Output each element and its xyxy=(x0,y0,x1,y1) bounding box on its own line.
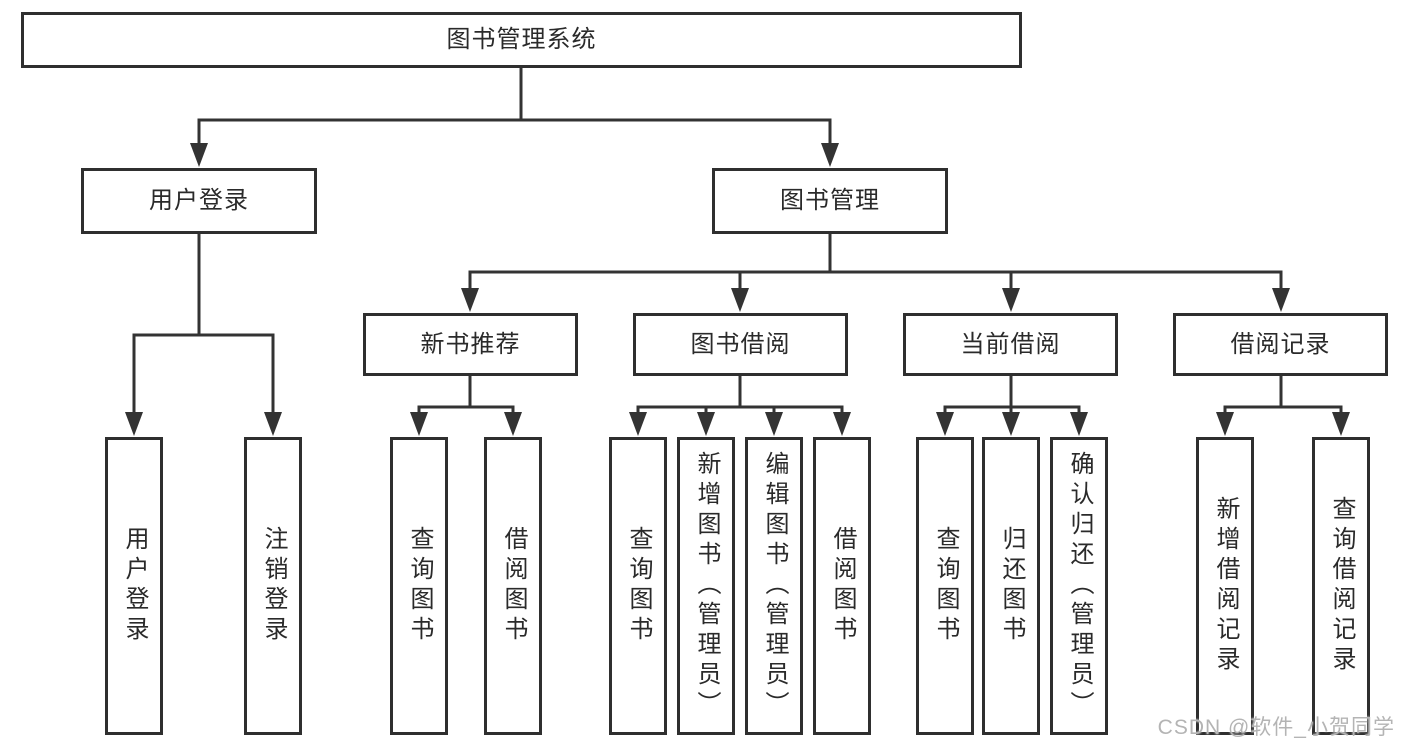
connector-user-login-to-leaves xyxy=(125,232,282,436)
node-current-borrow-label: 当前借阅 xyxy=(960,330,1061,358)
leaf-records-add-record: 新增借阅记录 xyxy=(1196,437,1254,735)
arrow-down-icon xyxy=(1002,412,1020,436)
leaf-current-confirm-return-admin-label: 确认归还（管理员） xyxy=(1066,451,1093,721)
leaf-recommend-query-books: 查询图书 xyxy=(390,437,448,735)
leaf-recommend-borrow-books: 借阅图书 xyxy=(484,437,542,735)
node-root-label: 图书管理系统 xyxy=(446,26,597,53)
leaf-current-return-books-label: 归还图书 xyxy=(998,526,1025,646)
node-borrow-records-label: 借阅记录 xyxy=(1230,330,1331,358)
node-root: 图书管理系统 xyxy=(21,12,1022,68)
arrow-down-icon xyxy=(461,288,479,312)
connector-book-borrow-to-leaves xyxy=(629,374,851,436)
connector-current-borrow-to-leaves xyxy=(936,374,1088,436)
leaf-borrow-borrow-books-label: 借阅图书 xyxy=(829,526,856,646)
leaf-borrow-edit-books-admin: 编辑图书（管理员） xyxy=(745,437,803,735)
arrow-down-icon xyxy=(833,412,851,436)
arrow-down-icon xyxy=(697,412,715,436)
arrow-down-icon xyxy=(629,412,647,436)
arrow-down-icon xyxy=(1332,412,1350,436)
node-user-login: 用户登录 xyxy=(81,168,317,234)
arrow-down-icon xyxy=(190,143,208,167)
leaf-user-login: 用户登录 xyxy=(105,437,163,735)
leaf-borrow-query-books-label: 查询图书 xyxy=(625,526,652,646)
arrow-down-icon xyxy=(125,412,143,436)
leaf-records-query-record-label: 查询借阅记录 xyxy=(1328,496,1355,676)
leaf-borrow-borrow-books: 借阅图书 xyxy=(813,437,871,735)
arrow-down-icon xyxy=(1216,412,1234,436)
arrow-down-icon xyxy=(264,412,282,436)
arrow-down-icon xyxy=(1272,288,1290,312)
connector-borrow-records-to-leaves xyxy=(1216,374,1350,436)
leaf-borrow-query-books: 查询图书 xyxy=(609,437,667,735)
arrow-down-icon xyxy=(765,412,783,436)
leaf-logout: 注销登录 xyxy=(244,437,302,735)
leaf-records-query-record: 查询借阅记录 xyxy=(1312,437,1370,735)
node-book-management-label: 图书管理 xyxy=(780,187,880,214)
leaf-current-query-books-label: 查询图书 xyxy=(932,526,959,646)
arrow-down-icon xyxy=(410,412,428,436)
leaf-current-return-books: 归还图书 xyxy=(982,437,1040,735)
connector-root-to-level2 xyxy=(190,66,839,167)
leaf-current-confirm-return-admin: 确认归还（管理员） xyxy=(1050,437,1108,735)
leaf-borrow-edit-books-admin-label: 编辑图书（管理员） xyxy=(761,451,788,721)
connector-new-book-recommend-to-leaves xyxy=(410,374,522,436)
leaf-logout-label: 注销登录 xyxy=(260,526,287,646)
node-new-book-recommend: 新书推荐 xyxy=(363,313,578,376)
leaf-borrow-add-books-admin: 新增图书（管理员） xyxy=(677,437,735,735)
arrow-down-icon xyxy=(1070,412,1088,436)
node-new-book-recommend-label: 新书推荐 xyxy=(420,330,521,358)
leaf-current-query-books: 查询图书 xyxy=(916,437,974,735)
leaf-user-login-label: 用户登录 xyxy=(121,526,148,646)
arrow-down-icon xyxy=(731,288,749,312)
node-book-management: 图书管理 xyxy=(712,168,948,234)
csdn-watermark: CSDN @软件_小贺同学 xyxy=(1157,716,1395,739)
arrow-down-icon xyxy=(1002,288,1020,312)
leaf-borrow-add-books-admin-label: 新增图书（管理员） xyxy=(693,451,720,721)
node-current-borrow: 当前借阅 xyxy=(903,313,1118,376)
connector-book-management-to-level3 xyxy=(461,232,1290,312)
node-user-login-label: 用户登录 xyxy=(149,187,249,214)
leaf-records-add-record-label: 新增借阅记录 xyxy=(1212,496,1239,676)
node-borrow-records: 借阅记录 xyxy=(1173,313,1388,376)
leaf-recommend-borrow-books-label: 借阅图书 xyxy=(500,526,527,646)
node-book-borrow: 图书借阅 xyxy=(633,313,848,376)
leaf-recommend-query-books-label: 查询图书 xyxy=(406,526,433,646)
node-book-borrow-label: 图书借阅 xyxy=(690,330,791,358)
arrow-down-icon xyxy=(504,412,522,436)
arrow-down-icon xyxy=(936,412,954,436)
arrow-down-icon xyxy=(821,143,839,167)
